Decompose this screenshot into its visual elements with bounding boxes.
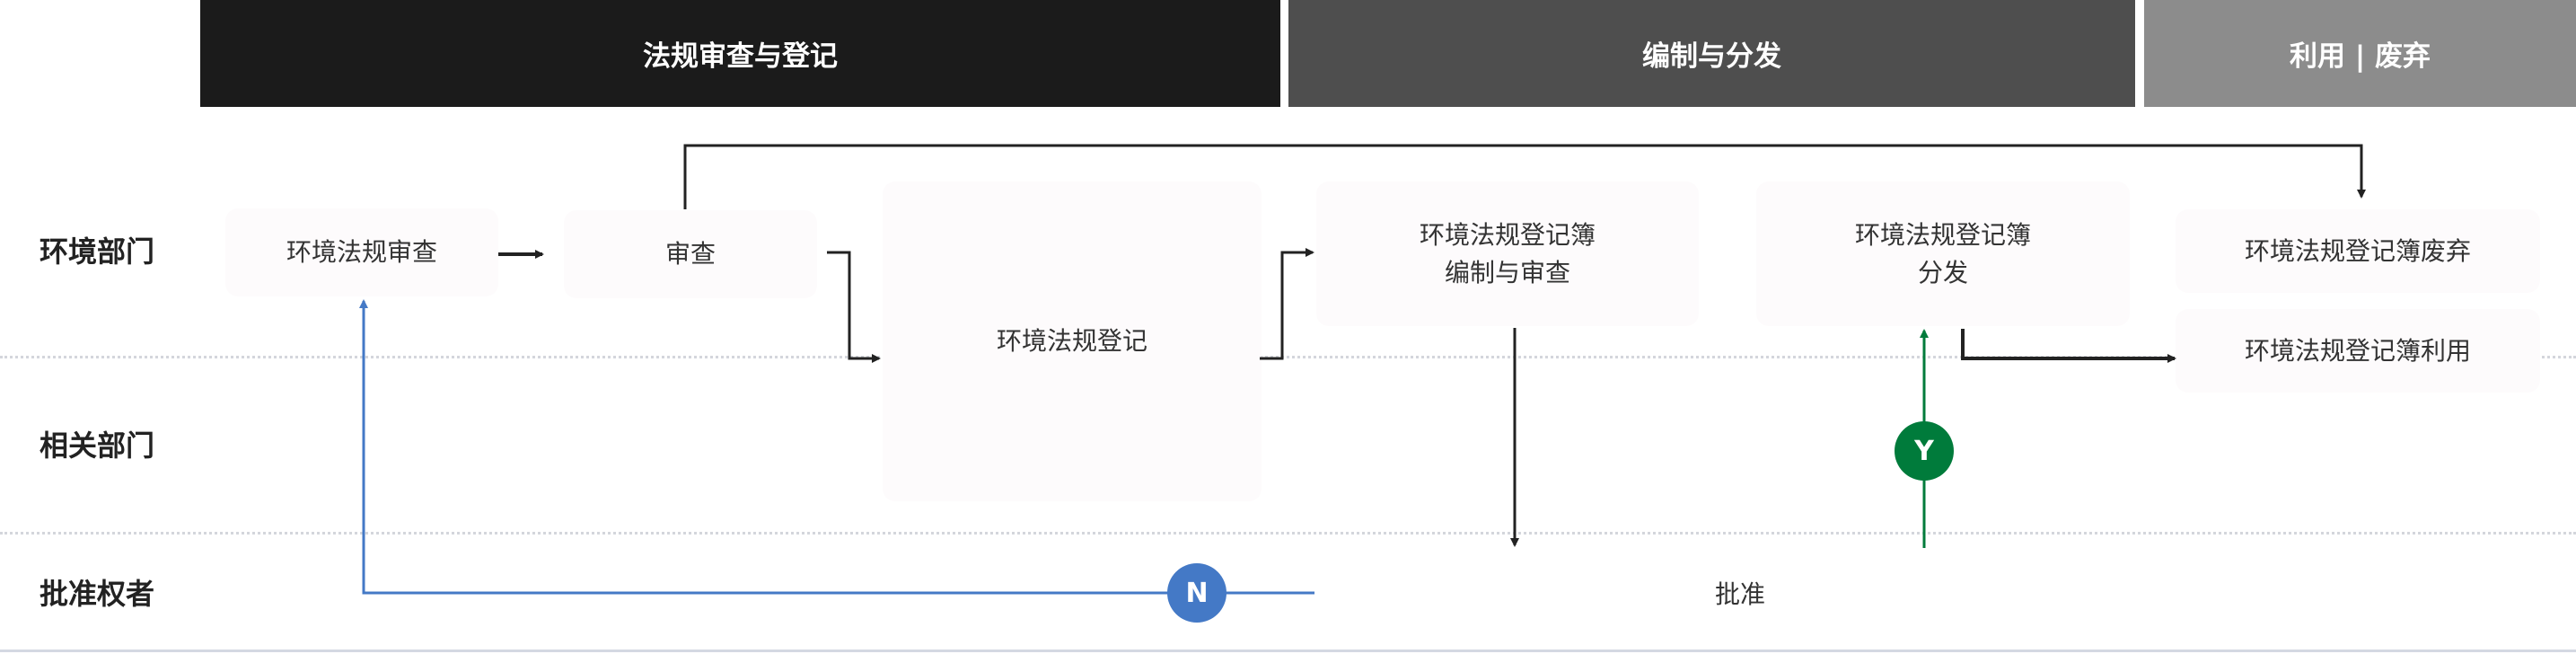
phase-header-use-discard: 利用 | 废弃 (2144, 0, 2576, 107)
node-distribute[interactable]: 环境法规登记簿 分发 (1756, 181, 2130, 326)
arrow-register-to-compile (1260, 248, 1314, 360)
phase-header-compile-distribute: 编制与分发 (1288, 0, 2135, 107)
arrow-distribute-to-use (1961, 329, 2176, 363)
node-approve[interactable]: 批准 (1714, 579, 1766, 609)
node-label: 环境法规登记簿 (1419, 219, 1596, 250)
node-label: 分发 (1917, 257, 1968, 287)
node-review[interactable]: 审查 (564, 210, 817, 298)
node-label: 环境法规登记簿 (1854, 219, 2031, 250)
yes-badge: Y (1895, 421, 1954, 481)
node-label: 环境法规审查 (286, 237, 437, 267)
node-label: 环境法规登记簿废弃 (2244, 235, 2471, 266)
lane-label-related-dept: 相关部门 (40, 429, 155, 463)
node-review-regulation[interactable]: 环境法规审查 (225, 208, 498, 296)
node-compile-review[interactable]: 环境法规登记簿 编制与审查 (1316, 181, 1699, 326)
no-badge: N (1167, 563, 1226, 623)
node-label: 审查 (664, 239, 716, 269)
phase-header-review-registration: 法规审查与登记 (200, 0, 1280, 107)
node-label: 环境法规登记 (996, 326, 1147, 356)
lane-divider (0, 532, 2576, 535)
lane-divider (0, 356, 2576, 358)
node-label: 环境法规登记簿利用 (2244, 335, 2471, 366)
arrow-approve-no-to-review-regulation (359, 299, 1314, 595)
arrow-review-to-discard (683, 144, 2366, 209)
node-use[interactable]: 环境法规登记簿利用 (2176, 309, 2540, 393)
node-discard[interactable]: 环境法规登记簿废弃 (2176, 209, 2540, 293)
node-register[interactable]: 环境法规登记 (883, 181, 1262, 501)
node-label: 编制与审查 (1444, 257, 1570, 287)
arrow-review-to-register (827, 251, 881, 363)
lane-label-environment-dept: 环境部门 (40, 234, 155, 269)
bottom-border (0, 650, 2576, 652)
lane-label-approver: 批准权者 (40, 577, 155, 611)
